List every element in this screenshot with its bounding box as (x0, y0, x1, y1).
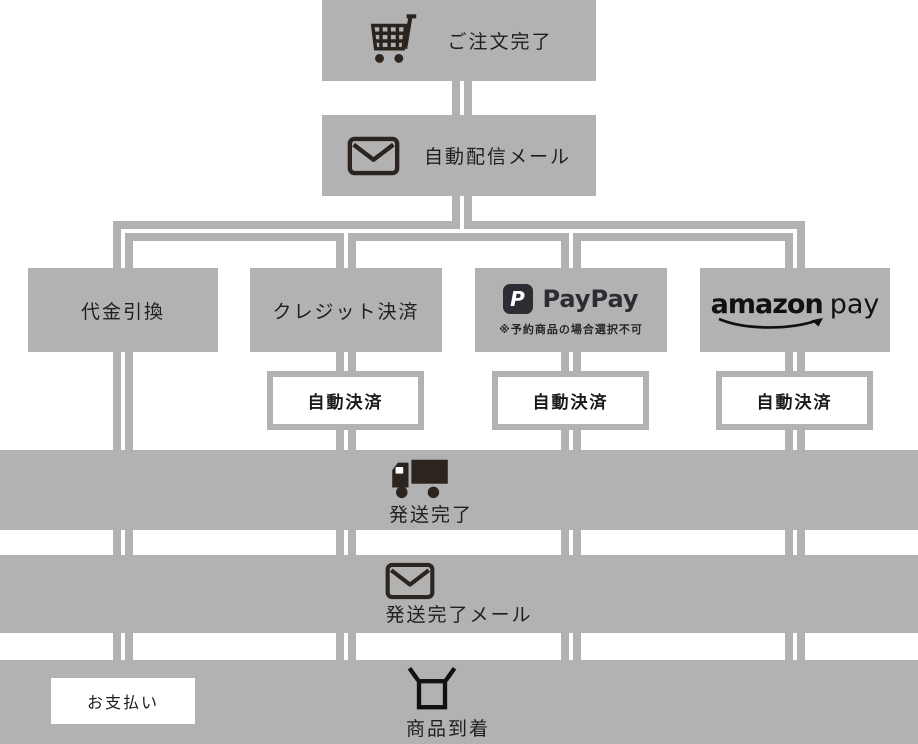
amazon-smile-icon (718, 317, 823, 329)
shipping-complete-label: 発送完了 (388, 503, 473, 526)
payment-cod-label: 代金引換 (80, 300, 165, 323)
arrival-band: お支払い 商品到着 (0, 660, 918, 744)
order-complete-box: ご注文完了 (322, 0, 596, 81)
paypay-icon: P (503, 283, 534, 314)
mail-icon (386, 562, 435, 599)
amazon-brand-text: amazon (710, 288, 824, 320)
payment-cod-box: 代金引換 (28, 268, 218, 352)
payment-paypay-box: P PayPay ※予約商品の場合選択不可 (475, 268, 667, 352)
payment-credit-box: クレジット決済 (250, 268, 442, 352)
shipping-mail-label: 発送完了メール (385, 603, 533, 626)
paypay-logo: P PayPay (503, 283, 639, 314)
amazon-pay-logo: amazon pay (710, 288, 880, 330)
auto-settlement-paypay-box: 自動決済 (492, 371, 649, 430)
payment-credit-label: クレジット決済 (272, 300, 420, 323)
order-complete-label: ご注文完了 (447, 31, 553, 53)
shipping-complete-band: 発送完了 (0, 450, 918, 530)
payment-due-label: お支払い (86, 693, 159, 712)
arrival-label: 商品到着 (405, 717, 490, 740)
payment-due-box: お支払い (51, 678, 195, 724)
shipping-mail-band: 発送完了メール (0, 555, 918, 633)
auto-settlement-credit-box: 自動決済 (267, 371, 424, 430)
amazon-pay-text: pay (829, 288, 880, 320)
truck-icon (392, 459, 448, 498)
auto-settlement-label: 自動決済 (307, 393, 384, 413)
auto-settlement-label: 自動決済 (756, 393, 833, 413)
paypay-note: ※予約商品の場合選択不可 (499, 322, 643, 336)
auto-mail-box: 自動配信メール (322, 115, 596, 196)
payment-amazonpay-box: amazon pay (700, 268, 890, 352)
auto-settlement-label: 自動決済 (532, 393, 609, 413)
auto-mail-label: 自動配信メール (423, 146, 571, 168)
paypay-brand-text: PayPay (542, 284, 639, 313)
auto-settlement-amazon-box: 自動決済 (716, 371, 873, 430)
cart-icon (371, 13, 417, 63)
mail-icon (347, 136, 400, 175)
open-box-icon (407, 666, 457, 709)
